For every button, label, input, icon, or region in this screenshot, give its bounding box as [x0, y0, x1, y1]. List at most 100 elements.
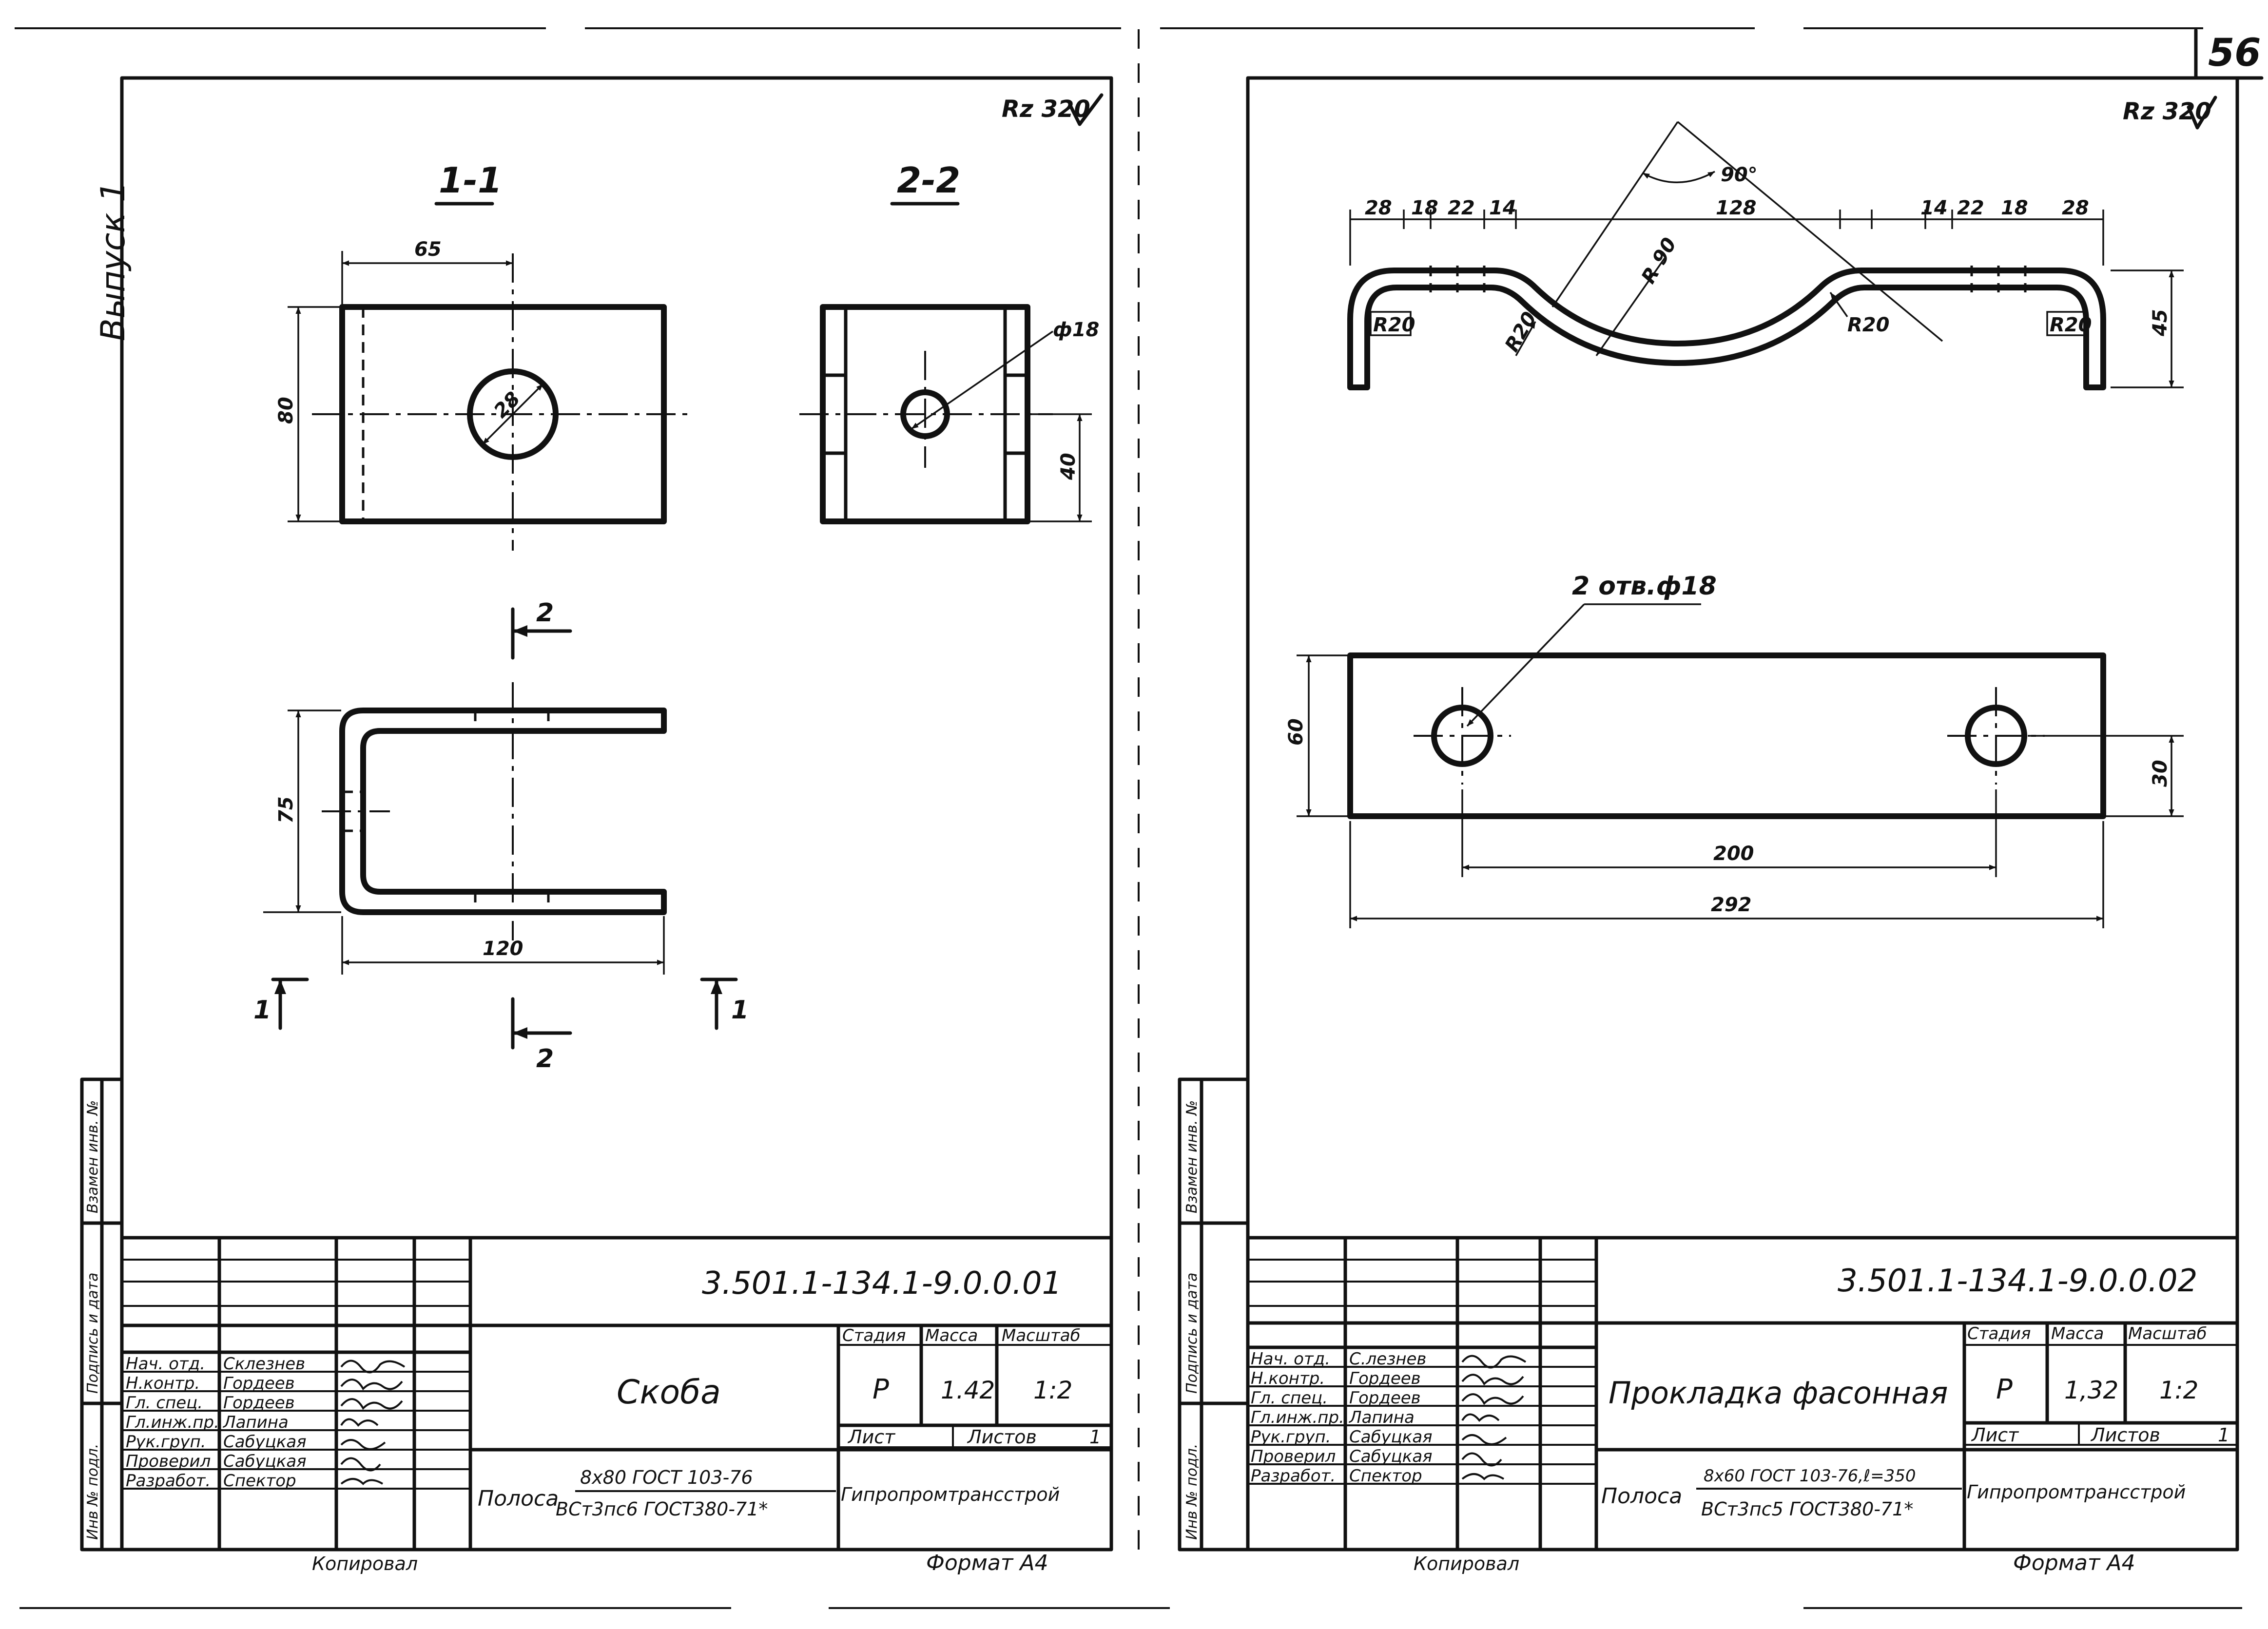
svg-text:22: 22	[1448, 197, 1475, 219]
svg-text:1: 1	[2218, 1424, 2229, 1446]
svg-text:90°: 90°	[1721, 164, 1758, 186]
svg-text:2: 2	[536, 598, 554, 628]
svg-text:14: 14	[1920, 197, 1948, 219]
svg-text:8х60 ГОСТ 103-76,ℓ=350: 8х60 ГОСТ 103-76,ℓ=350	[1704, 1466, 1916, 1486]
svg-text:60: 60	[1285, 718, 1307, 746]
page-number: 56	[2208, 31, 2261, 75]
svg-text:Проверил: Проверил	[1251, 1447, 1336, 1466]
svg-text:22: 22	[1957, 197, 1984, 219]
svg-text:Сабуцкая: Сабуцкая	[1349, 1427, 1433, 1447]
svg-text:1,32: 1,32	[2064, 1376, 2118, 1404]
svg-text:200: 200	[1713, 843, 1754, 865]
svg-text:Гл.инж.пр.: Гл.инж.пр.	[126, 1413, 219, 1432]
svg-text:Взамен инв. №: Взамен инв. №	[1183, 1100, 1201, 1213]
svg-text:28: 28	[1365, 197, 1392, 219]
svg-text:Лапина: Лапина	[222, 1413, 289, 1432]
svg-text:Спектор: Спектор	[223, 1471, 296, 1491]
svg-text:Н.контр.: Н.контр.	[1251, 1369, 1325, 1388]
plan-view: 2 отв.ф18 60 30 200 292	[1285, 572, 2184, 928]
svg-text:2 отв.ф18: 2 отв.ф18	[1572, 572, 1717, 601]
sheet1-frame	[120, 76, 1113, 1552]
svg-text:Сабуцкая: Сабуцкая	[1349, 1447, 1433, 1466]
sheet1-title: Скоба	[617, 1373, 721, 1412]
svg-text:R20: R20	[1373, 314, 1415, 336]
svg-text:R20: R20	[2050, 314, 2092, 336]
svg-text:1.42: 1.42	[941, 1376, 995, 1404]
svg-text:Масса: Масса	[2051, 1324, 2104, 1343]
svg-text:1:2: 1:2	[1033, 1376, 1072, 1404]
svg-text:Проверил: Проверил	[126, 1452, 211, 1471]
sheet1-roughness: Rz 320	[1002, 93, 1104, 126]
view-1-1: 65 80 28	[275, 238, 692, 551]
svg-text:18: 18	[1411, 197, 1438, 219]
svg-text:Р: Р	[872, 1374, 889, 1405]
sheet2-side-columns: Инв № подл. Подпись и дата Взамен инв. №	[1178, 1077, 1250, 1552]
svg-text:1:2: 1:2	[2159, 1376, 2198, 1404]
svg-text:R20: R20	[1847, 314, 1889, 336]
svg-text:Сабуцкая: Сабуцкая	[223, 1452, 307, 1471]
svg-text:Формат А4: Формат А4	[2013, 1551, 2135, 1575]
section-mark-1-right: 1	[700, 977, 749, 1030]
svg-text:14: 14	[1489, 197, 1516, 219]
svg-text:28: 28	[490, 387, 525, 422]
side-col-sign: Подпись и дата	[84, 1273, 101, 1394]
side-col-replace: Взамен инв. №	[84, 1100, 101, 1213]
view-plan-u: 75 120	[263, 682, 667, 975]
svg-text:2: 2	[536, 1044, 554, 1073]
sheet2-title-block: 3.501.1-134.1-9.0.0.02 Стадия Масса Масш…	[1246, 1236, 2239, 1575]
svg-text:Полоса: Полоса	[1601, 1484, 1682, 1509]
svg-text:28: 28	[2062, 197, 2089, 219]
svg-text:R 90: R 90	[1637, 234, 1681, 287]
svg-text:С.лезнев: С.лезнев	[1349, 1349, 1426, 1369]
svg-text:40: 40	[1057, 453, 1080, 480]
svg-text:Гл.инж.пр.: Гл.инж.пр.	[1251, 1408, 1344, 1427]
section-1-1-title: 1-1	[439, 160, 502, 201]
svg-text:ВСт3пс6 ГОСТ380-71*: ВСт3пс6 ГОСТ380-71*	[556, 1498, 768, 1520]
sheet2-signatures	[1461, 1355, 1527, 1480]
svg-text:Нач. отд.: Нач. отд.	[126, 1354, 205, 1374]
section-mark-2-bottom: 2	[511, 997, 572, 1073]
svg-text:Гордеев: Гордеев	[223, 1393, 295, 1413]
svg-text:Гордеев: Гордеев	[1349, 1388, 1421, 1408]
sheet1-signatures	[340, 1360, 406, 1485]
svg-text:Нач. отд.: Нач. отд.	[1251, 1349, 1330, 1369]
svg-text:Гл. спец.: Гл. спец.	[1251, 1388, 1328, 1408]
sheet1-roles: Нач. отд. Склезнев Н.контр. Гордеев Гл. …	[126, 1354, 307, 1491]
svg-text:292: 292	[1711, 894, 1752, 916]
svg-text:Сабуцкая: Сабуцкая	[223, 1432, 307, 1452]
svg-text:Rz 320: Rz 320	[2123, 98, 2211, 125]
svg-text:1: 1	[253, 996, 271, 1025]
sheet2-title: Прокладка фасонная	[1609, 1375, 1948, 1411]
side-col-inv: Инв № подл.	[84, 1444, 101, 1540]
sheet1-doc-code: 3.501.1-134.1-9.0.0.01	[702, 1265, 1062, 1302]
view-2-2: ф18 40	[799, 304, 1099, 524]
svg-text:Гордеев: Гордеев	[1349, 1369, 1421, 1388]
svg-text:Гл. спец.: Гл. спец.	[126, 1393, 203, 1413]
svg-text:Спектор: Спектор	[1349, 1466, 1422, 1486]
sheet2-frame	[1246, 76, 2239, 1552]
svg-text:Гипропромтрансстрой: Гипропромтрансстрой	[1967, 1481, 2186, 1503]
svg-text:ВСт3пс5 ГОСТ380-71*: ВСт3пс5 ГОСТ380-71*	[1701, 1498, 1913, 1520]
section-2-2-title: 2-2	[897, 160, 960, 201]
svg-text:ф18: ф18	[1053, 319, 1099, 341]
svg-text:30: 30	[2149, 760, 2171, 787]
sheet2-roughness: Rz 320	[2123, 96, 2217, 130]
section-mark-1-left: 1	[253, 977, 309, 1030]
svg-text:Стадия: Стадия	[1967, 1324, 2031, 1343]
sheet2-doc-code: 3.501.1-134.1-9.0.0.02	[1838, 1263, 2197, 1299]
svg-text:Лапина: Лапина	[1348, 1408, 1415, 1427]
svg-text:Формат А4: Формат А4	[926, 1551, 1048, 1575]
svg-text:Масштаб: Масштаб	[1002, 1326, 1081, 1345]
svg-text:1: 1	[1089, 1426, 1101, 1448]
svg-text:120: 120	[483, 938, 523, 960]
svg-text:75: 75	[275, 796, 297, 824]
svg-text:65: 65	[414, 238, 442, 261]
svg-text:Гордеев: Гордеев	[223, 1374, 295, 1393]
sheet-2: Инв № подл. Подпись и дата Взамен инв. №…	[1178, 76, 2239, 1575]
sheet-1: Инв № подл. Подпись и дата Взамен инв. №…	[80, 76, 1113, 1575]
sheet2-roles: Нач. отд. С.лезнев Н.контр. Гордеев Гл. …	[1251, 1349, 1433, 1486]
svg-text:Гипропромтрансстрой: Гипропромтрансстрой	[841, 1484, 1060, 1505]
svg-text:Р: Р	[1996, 1374, 2013, 1405]
svg-text:Листов: Листов	[967, 1426, 1037, 1448]
